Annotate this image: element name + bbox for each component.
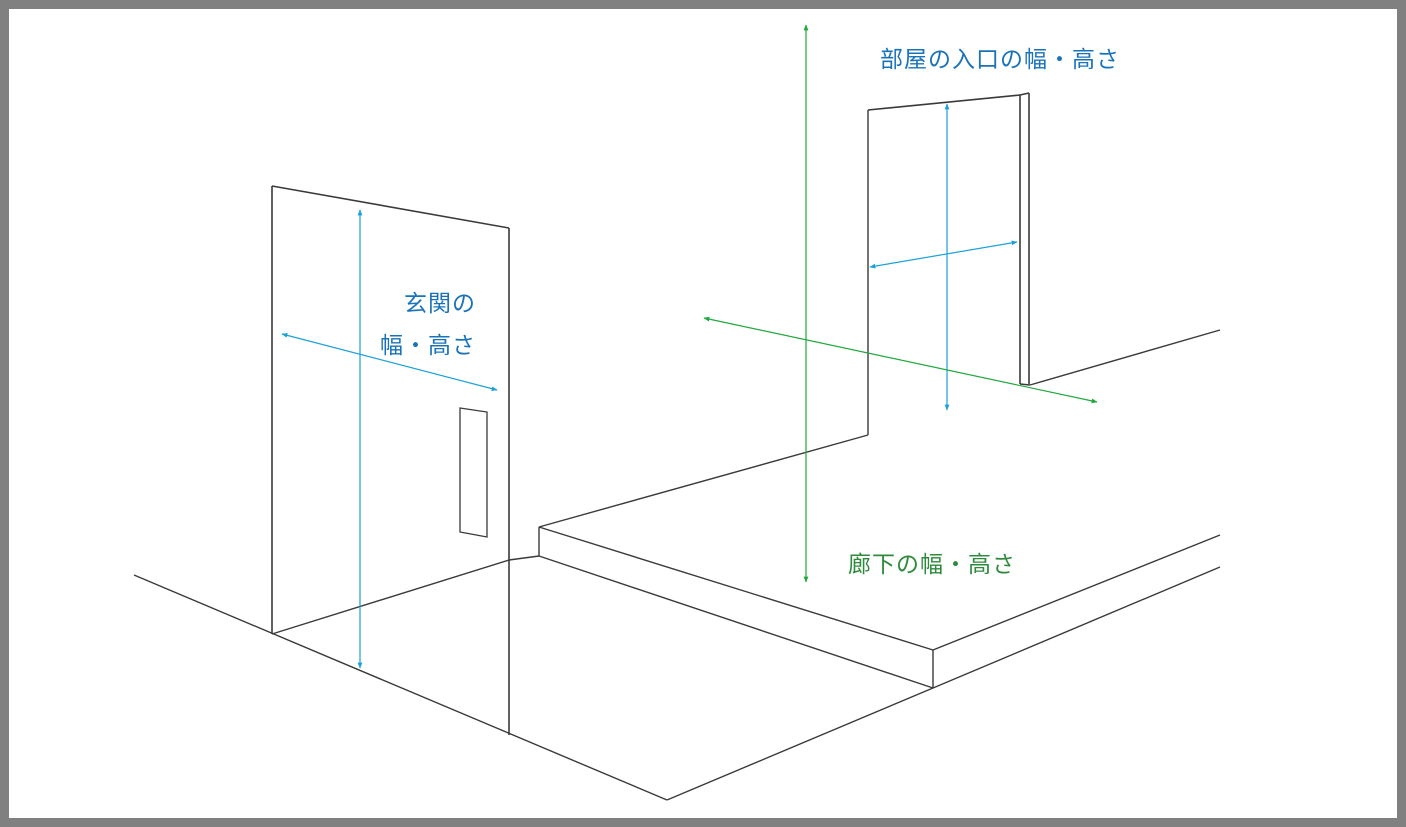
floor-outline: [133, 555, 934, 801]
entrance-label-line1: 玄関の: [404, 291, 476, 317]
room-entrance-width-arrow: [869, 240, 1018, 269]
hallway-floor: [538, 110, 1221, 689]
entrance-door: [271, 185, 510, 735]
entrance-width-arrow: [281, 333, 498, 391]
entrance-label-line2: 幅・高さ: [380, 333, 476, 359]
hallway-width-arrow: [703, 316, 1098, 404]
hallway-label: 廊下の幅・高さ: [848, 552, 1016, 578]
room-entrance-label: 部屋の入口の幅・高さ: [880, 47, 1120, 73]
room-entrance-door: [867, 92, 1031, 386]
